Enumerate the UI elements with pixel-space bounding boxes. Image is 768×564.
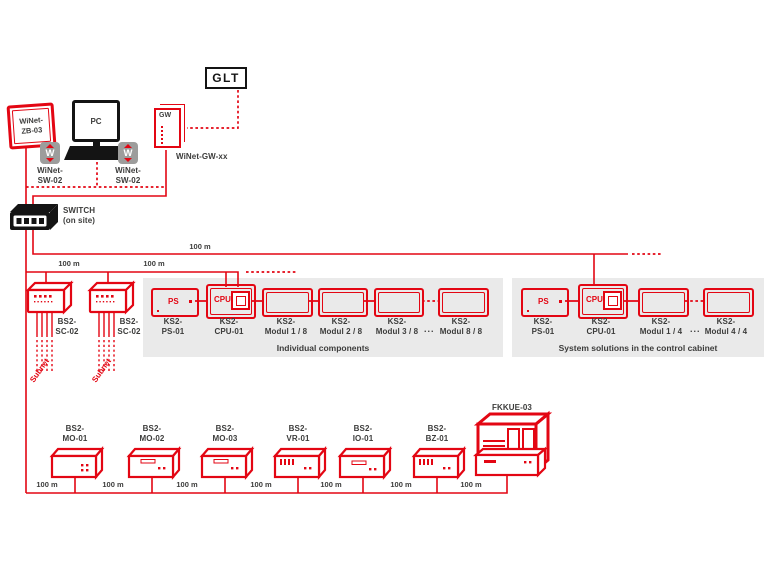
ks2-modul-4-4-label: KS2- Modul 4 / 4 — [704, 317, 748, 336]
distance-label-bottom-6: 100 m — [390, 480, 412, 489]
distance-label-bottom-3: 100 m — [176, 480, 198, 489]
bs2-mo-03-device — [199, 446, 255, 480]
ks2-modul-1-4-label: KS2- Modul 1 / 4 — [639, 317, 683, 336]
fkkue-03-cabinet — [473, 410, 553, 478]
bs2-mo-03-label: BS2- MO-03 — [212, 424, 238, 443]
ks2-modul-2-8-box — [318, 288, 368, 317]
cpu-text: CPU — [586, 295, 603, 304]
distance-label-sub1: 100 m — [58, 259, 80, 268]
ks2-modul-3-8-box — [374, 288, 424, 317]
ks2-modul-4-4-box — [703, 288, 754, 317]
ks2-modul-1-8-box — [262, 288, 313, 317]
ks2-ps-01-box-group1: PS — [151, 288, 199, 317]
w-letter: W — [45, 147, 55, 159]
pc-label: PC — [90, 116, 102, 126]
ps-text: PS — [168, 297, 179, 306]
bs2-mo-01-device — [49, 446, 105, 480]
bs2-sc-02-device-1 — [25, 280, 74, 315]
bs2-bz-01-device — [411, 446, 467, 480]
cpu-display — [603, 291, 622, 310]
fkkue-03-label: FKKUE-03 — [492, 403, 532, 412]
cpu-display — [231, 291, 250, 310]
ks2-ps-01-label-g2: KS2- PS-01 — [531, 317, 555, 336]
switch-label: SWITCH (on site) — [63, 206, 96, 225]
individual-components-panel — [143, 278, 503, 357]
ks2-modul-1-8-label: KS2- Modul 1 / 8 — [264, 317, 308, 336]
distance-label-bottom-7: 100 m — [460, 480, 482, 489]
distance-label-bottom-1: 100 m — [36, 480, 58, 489]
arrow-up-icon — [46, 144, 54, 148]
gw-text: GW — [159, 112, 172, 119]
bs2-sc-02-device-2 — [87, 280, 136, 315]
arrow-down-icon — [46, 158, 54, 162]
ks2-modul-2-8-label: KS2- Modul 2 / 8 — [319, 317, 363, 336]
ks2-modul-8-8-box — [438, 288, 489, 317]
cpu-text: CPU — [214, 295, 231, 304]
bs2-sc-02-label-1: BS2- SC-02 — [55, 317, 79, 336]
glt-building-management-box: GLT — [205, 67, 247, 89]
bs2-io-01-device — [337, 446, 393, 480]
gateway-label: WiNet-GW-xx — [176, 152, 228, 161]
bs2-mo-01-label: BS2- MO-01 — [62, 424, 88, 443]
distance-label-sub2: 100 m — [143, 259, 165, 268]
zb-label: WiNet- ZB-03 — [19, 115, 44, 136]
ps-led — [559, 300, 562, 303]
sw-02-label-right: WiNet- SW-02 — [115, 166, 141, 185]
network-switch — [10, 204, 58, 230]
bs2-io-01-label: BS2- IO-01 — [352, 424, 374, 443]
sw-02-label-left: WiNet- SW-02 — [37, 166, 63, 185]
ks2-ps-01-label-g1: KS2- PS-01 — [161, 317, 185, 336]
bs2-vr-01-label: BS2- VR-01 — [286, 424, 310, 443]
distance-label-bottom-4: 100 m — [250, 480, 272, 489]
ks2-cpu-01-box-group2: CPU — [578, 284, 628, 319]
bs2-bz-01-label: BS2- BZ-01 — [425, 424, 449, 443]
winet-gateway-device: GW — [154, 108, 181, 148]
bs2-vr-01-device — [272, 446, 328, 480]
glt-text: GLT — [212, 71, 240, 85]
arrow-up-icon — [124, 144, 132, 148]
group1-ellipsis: ... — [424, 324, 435, 334]
w-letter: W — [123, 147, 133, 159]
ps-text: PS — [538, 297, 549, 306]
distance-label-bottom-2: 100 m — [102, 480, 124, 489]
ps-dot — [527, 310, 529, 312]
pc-keyboard — [64, 146, 130, 160]
group1-caption: Individual components — [276, 343, 370, 353]
bs2-mo-02-device — [126, 446, 182, 480]
ps-led — [189, 300, 192, 303]
ks2-modul-8-8-label: KS2- Modul 8 / 8 — [439, 317, 483, 336]
bs2-mo-02-label: BS2- MO-02 — [139, 424, 165, 443]
gw-vent-dots — [161, 126, 163, 144]
arrow-down-icon — [124, 158, 132, 162]
ks2-cpu-01-label-g1: KS2- CPU-01 — [214, 317, 244, 336]
ks2-ps-01-box-group2: PS — [521, 288, 569, 317]
group2-ellipsis: ... — [690, 324, 701, 334]
ks2-cpu-01-box-group1: CPU — [206, 284, 256, 319]
bs2-sc-02-label-2: BS2- SC-02 — [117, 317, 141, 336]
winet-sw-02-icon-right: W — [118, 142, 138, 164]
pc-monitor-stand — [93, 141, 100, 148]
ks2-cpu-01-label-g2: KS2- CPU-01 — [586, 317, 616, 336]
ks2-modul-3-8-label: KS2- Modul 3 / 8 — [375, 317, 419, 336]
group2-caption: System solutions in the control cabinet — [558, 343, 718, 353]
ks2-modul-1-4-box — [638, 288, 689, 317]
distance-label-bottom-5: 100 m — [320, 480, 342, 489]
pc-monitor: PC — [72, 100, 120, 142]
distance-label-backbone: 100 m — [189, 242, 211, 251]
ps-dot — [157, 310, 159, 312]
winet-sw-02-icon-left: W — [40, 142, 60, 164]
subnet-lines — [36, 312, 115, 372]
dashed-wires — [26, 90, 703, 302]
